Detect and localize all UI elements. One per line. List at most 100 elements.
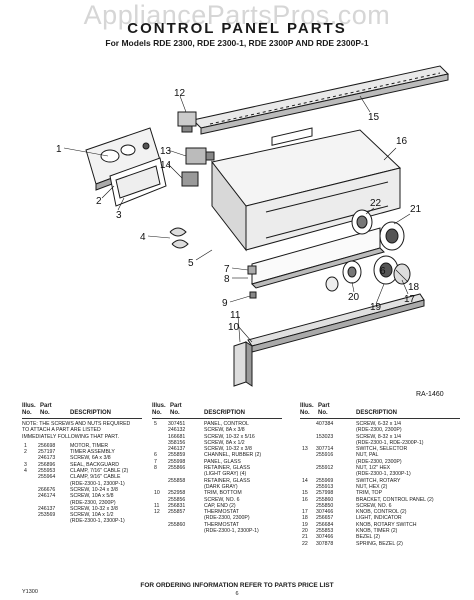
parts-list-row: 6 255859 CHANNEL, RUBBER (2): [152, 452, 282, 458]
part-number: 246137: [38, 505, 56, 512]
illus-number: 15: [302, 490, 308, 497]
part-description: MOTOR, TIMER: [70, 442, 109, 449]
part-number: 255964: [38, 474, 56, 481]
illus-number: 14: [302, 477, 308, 484]
part-description: LIGHT, INDICATOR: [356, 515, 402, 522]
part-description: (RDE-2300, 2300P): [70, 499, 116, 506]
part-description: CLAMP, 7/16" CABLE (2): [70, 468, 129, 475]
part-description: RETAINER, GLASS: [204, 477, 251, 484]
illus-number: 1: [24, 442, 27, 449]
control-panel-part: [211, 127, 402, 252]
column-header: Illus. No. Part No. DESCRIPTION: [152, 403, 282, 419]
part-number: 256896: [38, 461, 56, 468]
parts-list-row: (RDE-2300, 2300P): [152, 515, 282, 521]
part-description: (RDE-2300-1, 2300P-1): [204, 528, 259, 535]
part-description: NUT, PAL: [356, 452, 379, 459]
bottom-trim-part: [247, 293, 425, 353]
part-description: THERMOSTAT: [204, 509, 239, 516]
part-description: SWITCH, ROTARY: [356, 477, 401, 484]
part-description: (RDE-2300-1, 2300P-1): [70, 518, 125, 525]
part-description: KNOB, TIMER (2): [356, 528, 398, 535]
part-number: 257197: [38, 449, 56, 456]
callout-9: 9: [222, 298, 228, 309]
part-description: THERMOSTAT: [204, 521, 239, 528]
illus-number: 11: [154, 502, 160, 509]
parts-list-row: (RDE-2300-1, 2300P-1): [22, 481, 142, 487]
callout-18: 18: [408, 282, 420, 293]
part-description: (RDE-2300, 2300P): [204, 515, 250, 522]
part-description: SCREW, NO. 6: [356, 502, 392, 509]
illus-number: 22: [302, 540, 308, 547]
part-number: 255912: [316, 465, 334, 472]
glass-retainer-part: [247, 265, 257, 299]
part-description: SCREW, 10A x 1/2: [70, 512, 114, 519]
thermostat-part: [177, 111, 197, 133]
part-description: TIMER ASSEMBLY: [70, 449, 115, 456]
callout-21: 21: [410, 204, 422, 215]
part-description: (RDE-2300-1, RDE-2300P-1): [356, 439, 424, 446]
document-code: Y1300: [22, 589, 38, 595]
parts-list-row: (RDE-2300-1, RDE-2300P-1): [300, 440, 460, 446]
part-description: SCREW, 10-32 x 3/8: [70, 505, 118, 512]
part-number: 307466: [316, 509, 334, 516]
illus-number: 7: [154, 458, 157, 465]
part-description: KNOB, CONTROL (2): [356, 509, 407, 516]
parts-list-row: (RDE-2300-1, 2300P-1): [300, 471, 460, 477]
part-description: TRIM, BOTTOM: [204, 490, 242, 497]
parts-list-row: 17 307466 KNOB, CONTROL (2): [300, 509, 460, 515]
part-description: SCREW, 10-32 x 5/16: [204, 433, 255, 440]
parts-list-row: 255860 THERMOSTAT: [152, 522, 282, 528]
part-number: 255857: [168, 509, 186, 516]
part-number: 255998: [168, 458, 186, 465]
callout-11: 11: [230, 310, 241, 321]
part-description: CHANNEL, RUBBER (2): [204, 452, 262, 459]
leader-lines: [63, 95, 411, 343]
part-number: 255860: [168, 521, 186, 528]
callout-6: 6: [380, 266, 386, 277]
part-number: 153023: [316, 433, 334, 440]
part-number: 253569: [38, 512, 56, 519]
part-number: 255850: [316, 502, 334, 509]
part-number: 256657: [316, 515, 334, 522]
illus-number: 6: [154, 452, 157, 459]
parts-list-row: (RDE-2300, 2300P): [300, 427, 460, 433]
callout-20: 20: [348, 292, 360, 303]
part-number: 257998: [316, 490, 334, 497]
part-number: 256684: [316, 521, 334, 528]
part-number: 255859: [168, 452, 186, 459]
callout-15: 15: [368, 112, 380, 123]
parts-note-line: NOTE: THE SCREWS AND NUTS REQUIRED: [22, 421, 131, 427]
glass-panel-part: [251, 227, 385, 289]
callout-13: 13: [160, 146, 172, 157]
part-number: 246132: [168, 427, 186, 434]
parts-list-row: (RDE-2300, 2300P): [300, 459, 460, 465]
part-number: 246174: [38, 493, 56, 500]
page-subtitle: For Models RDE 2300, RDE 2300-1, RDE 230…: [105, 38, 369, 48]
part-description: NUT, 1/2" HEX: [356, 465, 391, 472]
parts-list-row: 255912 NUT, 1/2" HEX: [300, 465, 460, 471]
illus-number: 12: [154, 509, 160, 516]
callout-7: 7: [224, 264, 230, 275]
part-description: KNOB, ROTARY SWITCH: [356, 521, 417, 528]
part-description: SCREW, 10-32 x 3/8: [204, 446, 252, 453]
illus-number: 20: [302, 528, 308, 535]
part-description: SPRING, BEZEL (2): [356, 540, 403, 547]
illus-number: 17: [302, 509, 308, 516]
parts-list-row: (RDE-2300-1, 2300P-1): [152, 528, 282, 534]
part-number: 307878: [316, 540, 334, 547]
part-description: CAP, END (2): [204, 502, 236, 509]
